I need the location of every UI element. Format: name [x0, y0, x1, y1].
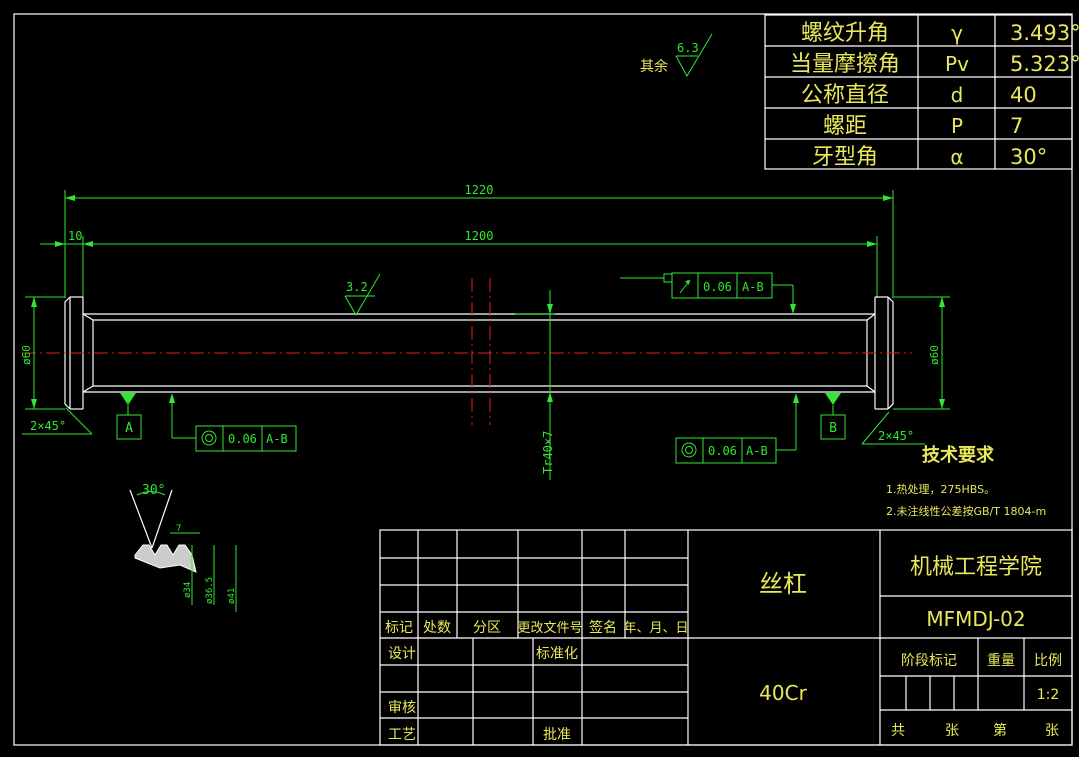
- label-review: 审核: [388, 700, 416, 716]
- thread-spec: Tr40×7: [541, 431, 555, 474]
- cylindricity-icon: [681, 442, 697, 458]
- cyl-right-value: 0.06: [708, 444, 737, 458]
- detail-d2: ø36.5: [205, 577, 215, 604]
- material: 40Cr: [759, 681, 807, 705]
- param-name-0: 螺纹升角: [801, 21, 889, 46]
- runout-ref: A-B: [742, 280, 764, 294]
- label-scale: 比例: [1034, 653, 1062, 669]
- label-sheet: 张: [1045, 723, 1059, 739]
- chamfer-left: 2×45°: [22, 407, 93, 435]
- datum-a-label: A: [125, 421, 133, 436]
- datum-b: B: [820, 393, 846, 440]
- hdr-sign: 签名: [589, 619, 617, 636]
- chamfer-right: 2×45°: [861, 411, 925, 445]
- param-symbol-2: d: [951, 83, 964, 107]
- param-value-4: 30°: [1010, 145, 1047, 169]
- label-approve: 批准: [543, 727, 571, 743]
- runout-value: 0.06: [703, 280, 732, 294]
- dim-1220: 1220: [465, 183, 494, 197]
- cyl-left-ref: A-B: [266, 432, 288, 446]
- school-name: 机械工程学院: [910, 555, 1042, 580]
- label-standard: 标准化: [536, 646, 578, 662]
- thread-callout: Tr40×7: [515, 290, 555, 480]
- drawing-number: MFMDJ-02: [926, 607, 1025, 631]
- detail-pitch: 7: [176, 524, 181, 534]
- tech-req-item-1: 1.热处理，275HBS。: [886, 483, 995, 496]
- label-total: 共: [891, 723, 905, 739]
- tech-req-item-2: 2.未注线性公差按GB/T 1804-m: [886, 504, 1046, 518]
- param-symbol-1: Pv: [945, 52, 969, 76]
- part-name: 丝杠: [759, 570, 807, 598]
- param-value-3: 7: [1010, 114, 1023, 138]
- cylindricity-icon: [201, 430, 217, 446]
- screw-shaft: [22, 278, 912, 425]
- tolerance-cyl-left: 0.06 A-B: [169, 393, 297, 452]
- dia-left: ø60: [20, 296, 65, 410]
- tech-requirements: 技术要求 1.热处理，275HBS。 2.未注线性公差按GB/T 1804-m: [886, 444, 1046, 518]
- label-design: 设计: [388, 646, 416, 662]
- param-name-1: 当量摩擦角: [790, 52, 900, 77]
- datum-a: A: [116, 393, 142, 440]
- thread-profile-detail: 30° 7 ø34 ø36.5 ø41: [129, 483, 237, 612]
- label-process: 工艺: [388, 727, 416, 743]
- param-symbol-0: γ: [951, 21, 963, 45]
- param-name-2: 公称直径: [801, 83, 889, 108]
- hdr-change-doc: 更改文件号: [517, 621, 582, 636]
- tolerance-cyl-right: 0.06 A-B: [675, 393, 799, 464]
- label-stage: 阶段标记: [901, 653, 957, 669]
- dim-10: 10: [68, 229, 82, 243]
- roughness-other-label: 其余: [640, 58, 668, 75]
- dia-right-text: ø60: [928, 345, 941, 365]
- param-symbol-4: α: [950, 145, 963, 169]
- roughness-surface: 3.2: [344, 273, 381, 316]
- roughness-surface-value: 3.2: [346, 280, 368, 294]
- dia-left-text: ø60: [20, 345, 33, 365]
- detail-d3: ø41: [227, 588, 237, 604]
- tolerance-runout: 0.06 A-B: [620, 272, 796, 314]
- hdr-date: 年、月、日: [623, 621, 688, 636]
- detail-angle: 30°: [142, 483, 165, 498]
- cyl-left-value: 0.06: [228, 432, 257, 446]
- label-no: 第: [993, 722, 1007, 739]
- param-name-3: 螺距: [823, 114, 867, 139]
- roughness-other-value: 6.3: [677, 41, 699, 55]
- param-value-1: 5.323°: [1010, 52, 1079, 76]
- dia-right: ø60: [893, 296, 950, 410]
- hdr-mark: 标记: [385, 620, 413, 636]
- thread-param-table: 螺纹升角 当量摩擦角 公称直径 螺距 牙型角 γ Pv d P α 3.493°…: [764, 14, 1079, 170]
- cyl-right-ref: A-B: [746, 444, 768, 458]
- param-symbol-3: P: [951, 114, 963, 138]
- label-weight: 重量: [987, 653, 1015, 669]
- title-block: 标记 处数 分区 更改文件号 签名 年、月、日 设计 标准化 审核 工艺 批准 …: [379, 529, 1073, 746]
- tech-req-title: 技术要求: [922, 444, 995, 466]
- param-value-2: 40: [1010, 83, 1037, 107]
- body-dimension: 1200 10: [40, 229, 878, 312]
- chamfer-left-text: 2×45°: [30, 419, 66, 433]
- label-sheets: 张: [945, 723, 959, 739]
- datum-b-label: B: [829, 421, 837, 436]
- detail-d1: ø34: [183, 582, 193, 598]
- param-value-0: 3.493°: [1010, 21, 1079, 45]
- param-name-4: 牙型角: [812, 145, 878, 170]
- scale-value: 1:2: [1037, 687, 1060, 703]
- dim-1200: 1200: [465, 229, 494, 243]
- roughness-other: 其余 6.3: [640, 33, 713, 78]
- hdr-zone: 分区: [473, 620, 501, 636]
- hdr-count: 处数: [423, 620, 451, 636]
- chamfer-right-text: 2×45°: [878, 429, 914, 443]
